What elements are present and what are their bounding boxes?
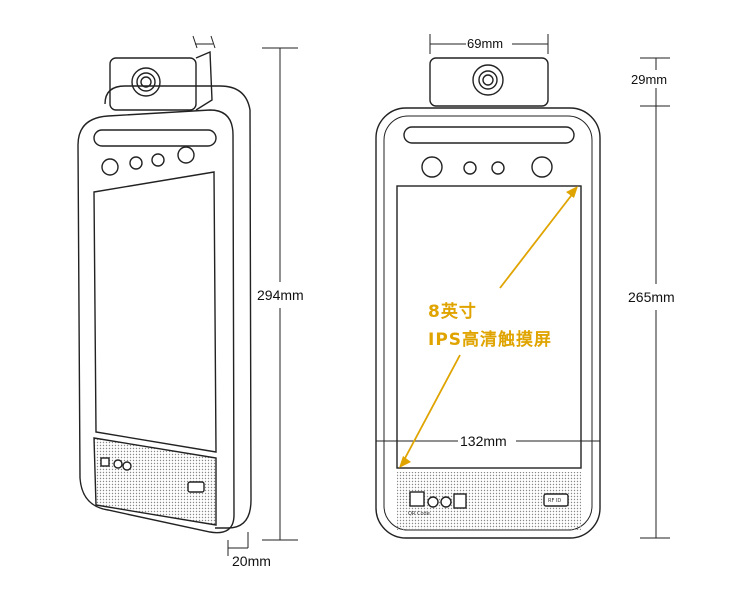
- front-button-1: [427, 496, 439, 508]
- camera-height-label: 29mm: [631, 72, 667, 87]
- side-sensor-3: [151, 153, 165, 167]
- front-width-label: 132mm: [460, 433, 507, 449]
- side-sensor-4: [177, 146, 195, 164]
- side-screen: [93, 171, 217, 453]
- front-qr-label: QR Code: [408, 511, 430, 517]
- front-view-device: [375, 57, 601, 539]
- front-outer-shell: [375, 107, 601, 539]
- side-depth-label: 20mm: [232, 553, 271, 569]
- front-screen: [396, 185, 582, 469]
- front-rfid-icon: [543, 493, 569, 507]
- side-sensor-bar: [93, 129, 217, 147]
- front-camera-module: [429, 57, 549, 107]
- front-button-2: [440, 496, 452, 508]
- front-height-dimension: [640, 106, 670, 539]
- side-button-2: [122, 461, 132, 471]
- front-sensor-2: [463, 161, 477, 175]
- device-back-edge: [104, 85, 252, 529]
- screen-type-label: IPS高清触摸屏: [428, 329, 552, 350]
- side-qr-icon: [100, 457, 110, 467]
- side-front-shell: [77, 109, 235, 534]
- side-sensor-2: [129, 156, 143, 170]
- side-height-label: 294mm: [257, 287, 304, 303]
- front-qr-icon: [409, 491, 425, 507]
- side-sensor-1: [101, 158, 119, 176]
- front-sensor-4: [531, 156, 553, 178]
- screen-size-label: 8英寸: [428, 301, 477, 322]
- screen-diagonal-arrow: [399, 186, 578, 468]
- front-height-label: 265mm: [628, 289, 675, 305]
- camera-width-label: 69mm: [467, 36, 503, 51]
- side-depth-markers: [192, 35, 249, 556]
- front-card-icon: [453, 493, 467, 509]
- camera-width-dimension: [429, 34, 549, 54]
- front-width-dimension: [375, 424, 601, 460]
- front-rfid-label: RF ID: [548, 498, 561, 504]
- front-sensor-bar: [403, 126, 575, 144]
- side-height-dimension: [262, 47, 298, 541]
- side-camera-module: [109, 50, 213, 111]
- front-sensor-3: [491, 161, 505, 175]
- side-button-1: [113, 459, 123, 469]
- side-rfid-icon: [187, 481, 205, 493]
- camera-height-dimension: [640, 57, 670, 107]
- side-speaker-grille: [93, 437, 217, 526]
- side-view-device: [77, 50, 252, 534]
- front-sensor-1: [421, 156, 443, 178]
